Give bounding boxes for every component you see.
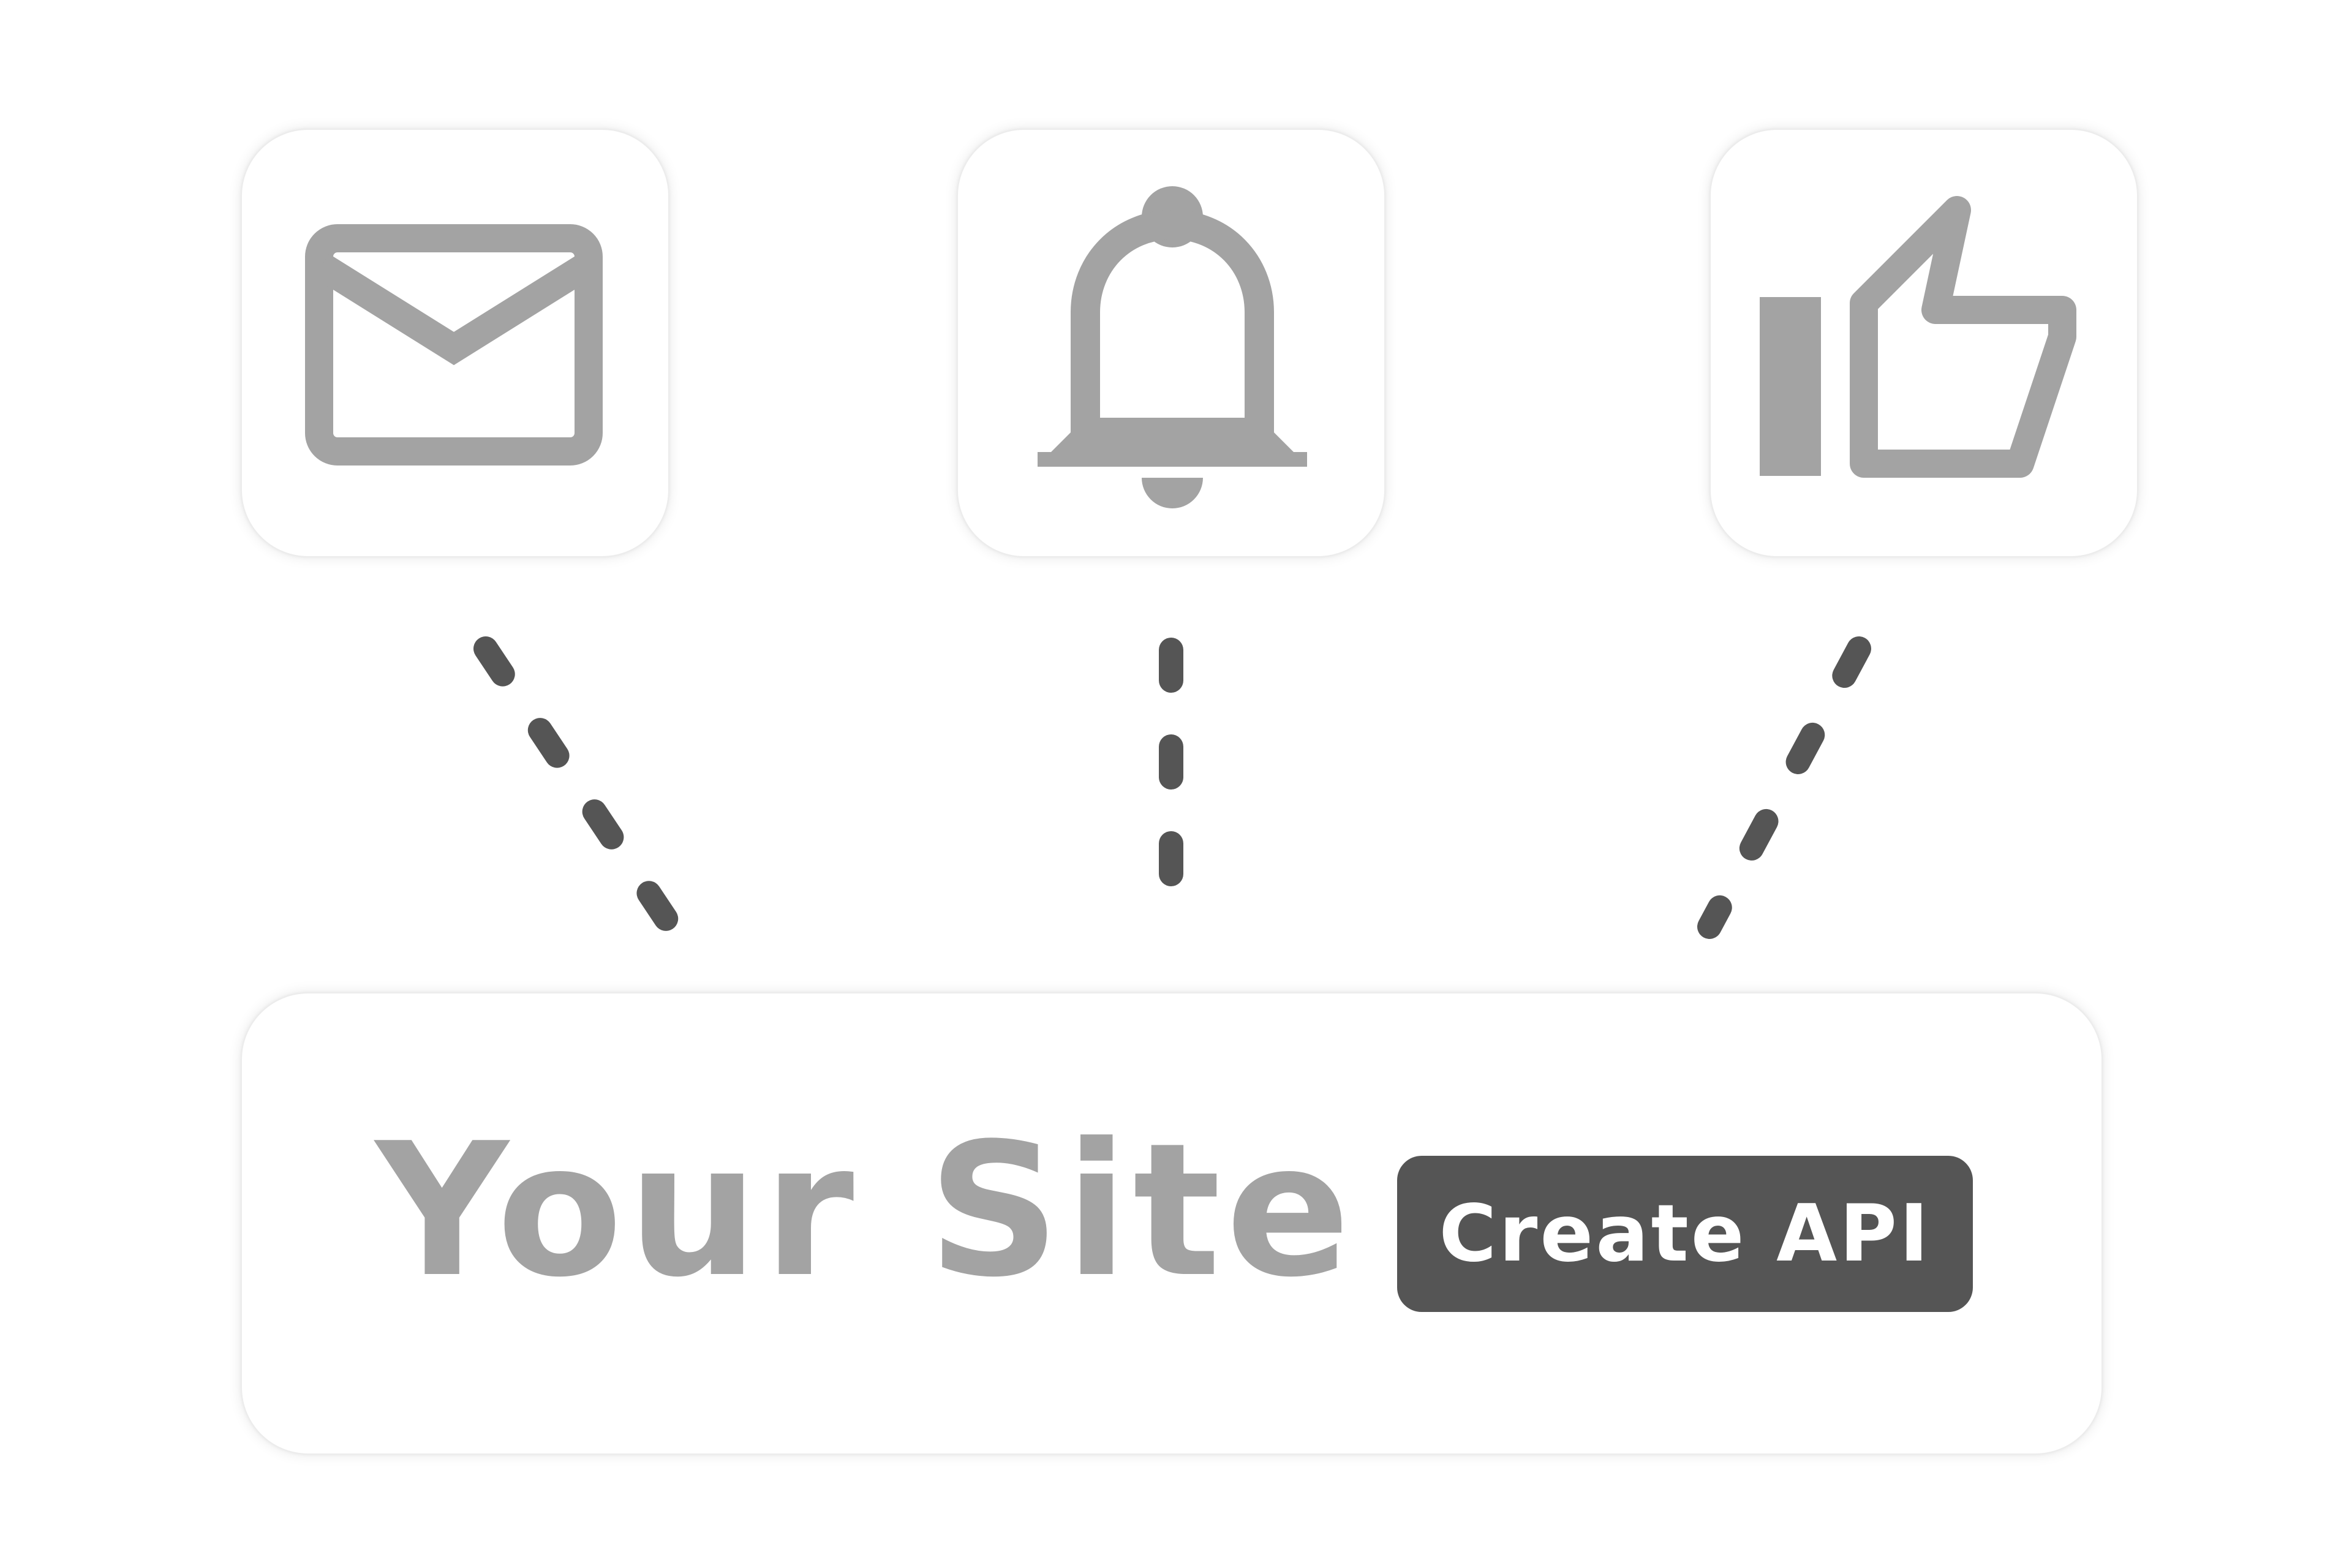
bell-icon [1038, 186, 1307, 508]
mail-card [241, 129, 669, 557]
notification-card [957, 129, 1385, 557]
create-api-button[interactable]: Create API [1397, 1156, 1973, 1312]
connector-like [1697, 636, 1871, 939]
site-card: Your Site Create API [241, 992, 2103, 1455]
connector-mail [473, 636, 684, 939]
site-title: Your Site [375, 1104, 1355, 1317]
envelope-icon [305, 224, 603, 466]
thumbs-up-icon [1760, 196, 2076, 478]
like-card [1709, 129, 2138, 557]
